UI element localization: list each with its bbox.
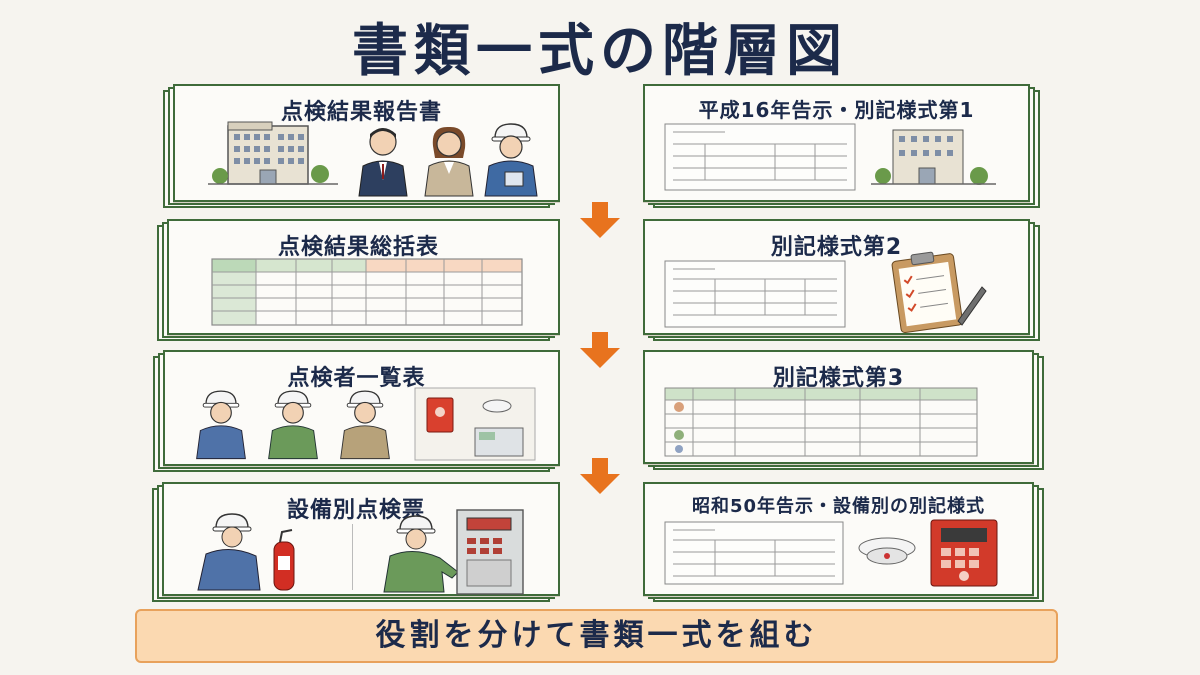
document-icon	[664, 387, 978, 457]
control-panel-icon	[456, 509, 524, 595]
card-form-2: 別記様式第2	[643, 219, 1040, 341]
worker-icon	[268, 390, 318, 460]
card-inspection-report: 点検結果報告書	[163, 84, 560, 208]
card-title: 点検結果総括表	[277, 235, 439, 260]
summary-banner: 役割を分けて書類一式を組む	[135, 609, 1058, 663]
clipboard-icon	[891, 251, 987, 334]
card-title: 別記様式第2	[770, 235, 903, 260]
document-icon	[664, 123, 856, 191]
card-title: 昭和50年告示・設備別の別記様式	[691, 496, 986, 517]
card-title: 点検結果報告書	[280, 100, 442, 125]
card-title: 設備別点検票	[286, 498, 425, 523]
card-title: 点検者一覧表	[287, 366, 426, 391]
arrow-down-icon	[580, 332, 620, 368]
page-title: 書類一式の階層図	[352, 19, 848, 84]
building-icon	[871, 129, 996, 185]
document-icon	[664, 521, 844, 585]
arrow-down-icon	[580, 202, 620, 238]
card-equipment-forms: 昭和50年告示・設備別の別記様式	[643, 482, 1044, 602]
card-summary-table: 点検結果総括表	[157, 219, 560, 341]
card-inspector-list: 点検者一覧表	[153, 350, 560, 472]
smoke-detector-icon	[858, 537, 916, 565]
card-equipment-sheet: 設備別点検票	[152, 482, 560, 602]
worker-icon	[484, 123, 538, 197]
card-title: 平成16年告示・別記様式第1	[698, 98, 975, 122]
document-icon	[211, 258, 523, 326]
person-icon	[424, 126, 474, 197]
person-icon	[358, 128, 408, 197]
card-title: 別記様式第3	[772, 366, 905, 391]
worker-icon	[196, 390, 246, 460]
alarm-panel-icon	[930, 519, 998, 587]
arrow-down-icon	[580, 458, 620, 494]
worker-icon	[197, 513, 295, 591]
worker-icon	[340, 390, 390, 460]
worker-icon	[383, 515, 459, 593]
document-icon	[664, 260, 846, 328]
card-form-1: 平成16年告示・別記様式第1	[643, 84, 1040, 208]
card-form-3: 別記様式第3	[643, 350, 1044, 470]
building-icon	[208, 121, 338, 185]
alarm-panel-icon	[414, 387, 536, 461]
